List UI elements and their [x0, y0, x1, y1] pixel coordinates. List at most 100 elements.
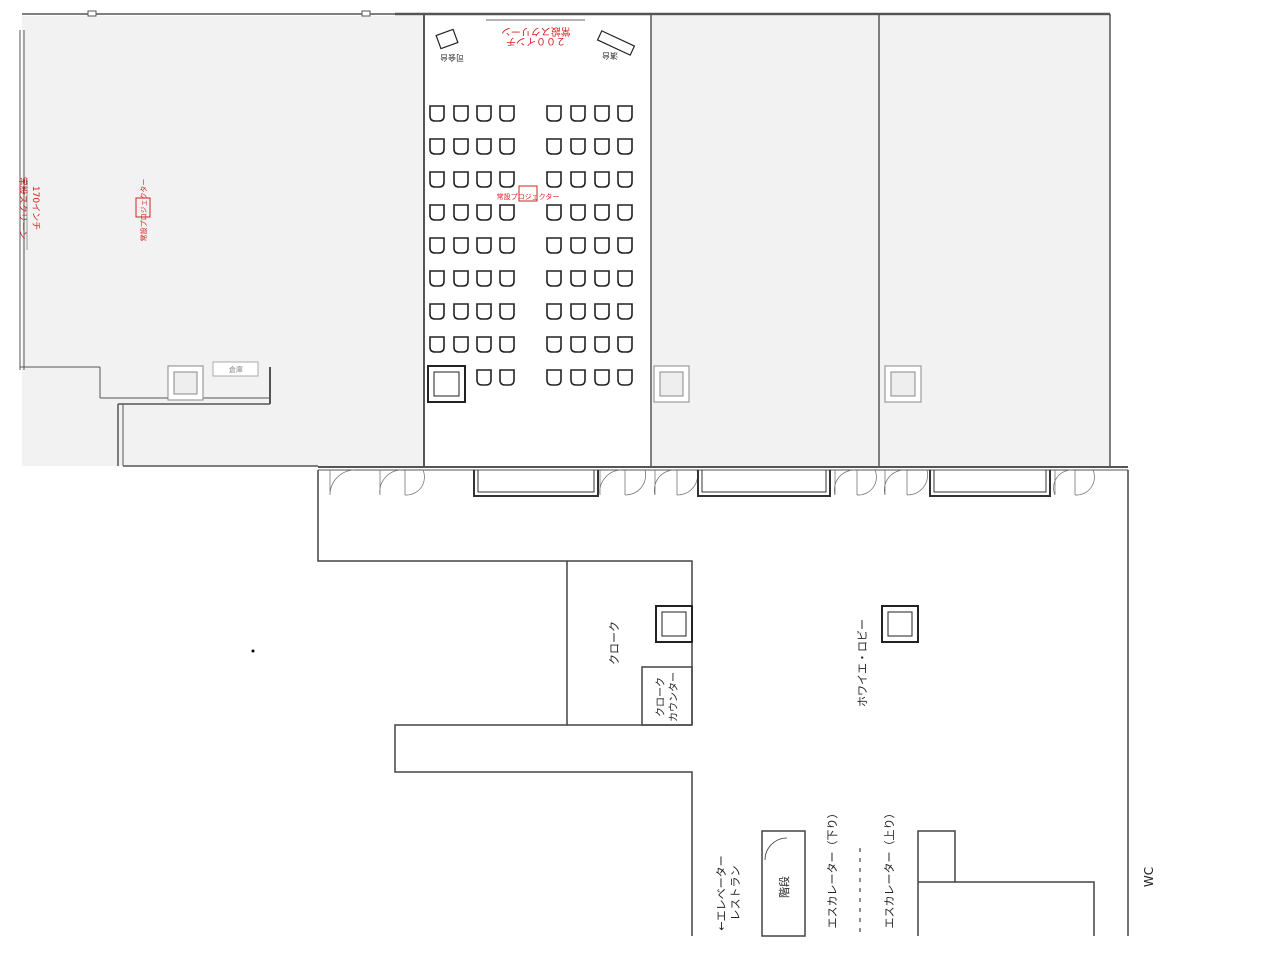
escalator-up-label: エスカレーター（上り）	[883, 808, 896, 929]
center-screen-label-2: ２００インチ	[506, 35, 566, 47]
center-projector-box	[518, 185, 538, 202]
seat	[570, 369, 586, 386]
lobby-label: ホワイエ・ロビー	[856, 619, 869, 707]
cloak-label: クローク	[608, 621, 621, 665]
seat	[617, 303, 633, 320]
seat	[476, 303, 492, 320]
elevator-label-1: ←エレベーター	[715, 855, 728, 930]
seat	[499, 336, 515, 353]
escalator-down-label: エスカレーター（下り）	[826, 808, 839, 929]
pillar	[427, 365, 466, 403]
left-storage-label: 倉庫	[229, 365, 243, 374]
seat	[476, 336, 492, 353]
seat	[594, 270, 610, 287]
seat	[594, 171, 610, 188]
seat	[617, 270, 633, 287]
seat	[453, 336, 469, 353]
seat	[453, 105, 469, 122]
podium-label: 司会台	[440, 53, 464, 63]
seat	[429, 138, 445, 155]
upper-room-walls	[19, 10, 1111, 468]
left-screen-label-1: 常設スクリーン	[17, 177, 29, 240]
seat	[617, 171, 633, 188]
seating	[429, 105, 633, 386]
room-fills	[22, 16, 1110, 466]
seat	[546, 138, 562, 155]
seat	[594, 204, 610, 221]
seat	[453, 270, 469, 287]
left-storage-box	[212, 361, 259, 377]
foyer-walls	[317, 470, 1129, 937]
seat	[594, 303, 610, 320]
seat	[429, 171, 445, 188]
seat	[546, 336, 562, 353]
seat	[453, 204, 469, 221]
seat	[570, 237, 586, 254]
seat	[570, 336, 586, 353]
seat	[570, 204, 586, 221]
seat	[499, 204, 515, 221]
seat	[476, 270, 492, 287]
seat	[453, 237, 469, 254]
seat	[453, 138, 469, 155]
door-swings	[329, 469, 1095, 496]
stage-lectern	[596, 30, 636, 56]
pillar	[884, 365, 922, 403]
seat	[570, 105, 586, 122]
podium	[435, 28, 459, 50]
seat	[546, 270, 562, 287]
seat	[594, 138, 610, 155]
seat	[594, 237, 610, 254]
seat	[499, 105, 515, 122]
pillar	[881, 605, 919, 643]
seat	[546, 171, 562, 188]
stairs-label: 階段	[777, 876, 791, 898]
seat	[617, 138, 633, 155]
seat	[499, 237, 515, 254]
seat	[429, 336, 445, 353]
seat	[476, 237, 492, 254]
cloak-counter-label-1: クローク	[655, 677, 667, 717]
seat	[476, 204, 492, 221]
center-projector-label: 常設プロジェクター	[497, 192, 560, 201]
seat	[617, 369, 633, 386]
seat	[499, 270, 515, 287]
seat	[594, 369, 610, 386]
pillar	[655, 605, 693, 643]
seat	[546, 237, 562, 254]
corridor-alcoves	[473, 470, 1051, 497]
seat	[546, 204, 562, 221]
pillar	[653, 365, 690, 403]
seat	[546, 105, 562, 122]
stage-label: 演台	[602, 51, 618, 61]
seat	[429, 303, 445, 320]
seat	[429, 204, 445, 221]
seat	[570, 303, 586, 320]
center-screen-label-1: 常設スクリーン	[501, 25, 571, 38]
seat	[594, 336, 610, 353]
wc-label: WC	[1142, 867, 1156, 887]
seat	[499, 369, 515, 386]
seat	[546, 303, 562, 320]
seat	[617, 105, 633, 122]
seat	[570, 270, 586, 287]
seat	[499, 138, 515, 155]
seat	[499, 303, 515, 320]
corridor-wall	[318, 466, 1128, 471]
elevator-label-2: レストラン	[729, 866, 742, 921]
left-projector-label: 常設プロジェクター	[139, 179, 148, 242]
seat	[617, 204, 633, 221]
seat	[570, 138, 586, 155]
seat	[453, 171, 469, 188]
pillar	[167, 365, 204, 401]
seat	[476, 171, 492, 188]
seat	[476, 105, 492, 122]
seat	[499, 171, 515, 188]
seat	[476, 369, 492, 386]
seat	[570, 171, 586, 188]
seat	[594, 105, 610, 122]
seat	[429, 270, 445, 287]
seat	[429, 237, 445, 254]
seat	[453, 303, 469, 320]
seat	[476, 138, 492, 155]
